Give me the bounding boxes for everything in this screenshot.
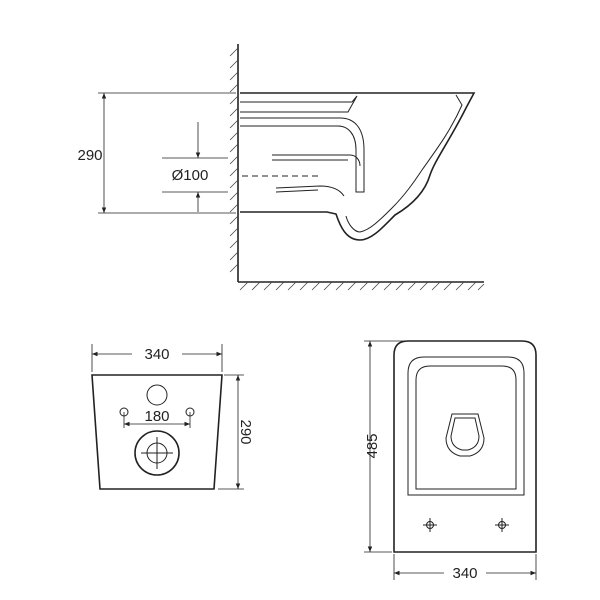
seat-outer	[407, 356, 525, 496]
side-height-label: 290	[77, 147, 102, 164]
floor	[238, 281, 485, 291]
mount-hole-left	[423, 518, 437, 532]
rear-bolt-spacing-dimension: 180	[123, 408, 191, 428]
seat-inner	[415, 365, 517, 490]
rear-height-dimension: 290	[218, 374, 254, 490]
top-width-dimension: 340	[393, 554, 537, 582]
wall-hatching	[229, 47, 239, 273]
rear-outline	[91, 374, 223, 490]
drain-outlet	[134, 430, 180, 476]
mount-hole-right	[495, 518, 509, 532]
floor-hatching	[239, 281, 485, 291]
side-view: 290 Ø100	[77, 44, 485, 291]
top-length-dimension: 485	[364, 340, 406, 553]
rear-width-dimension: 340	[91, 344, 223, 372]
top-outline	[393, 340, 537, 553]
top-length-label: 485	[364, 433, 381, 458]
toilet-side-outline	[240, 92, 476, 241]
top-view: 485 340	[364, 340, 537, 582]
bowl-drain	[445, 413, 485, 457]
top-hole	[146, 384, 168, 406]
rear-bolt-spacing-label: 180	[144, 408, 169, 425]
wall	[229, 44, 239, 282]
pipe-diameter-dimension: Ø100	[162, 122, 228, 212]
pipe-diameter-label: Ø100	[172, 167, 209, 184]
rear-height-label: 290	[237, 419, 254, 444]
rear-view: 180 340 290	[91, 344, 254, 490]
rear-width-label: 340	[144, 346, 169, 363]
side-height-dimension: 290	[77, 92, 236, 214]
top-width-label: 340	[452, 565, 477, 582]
